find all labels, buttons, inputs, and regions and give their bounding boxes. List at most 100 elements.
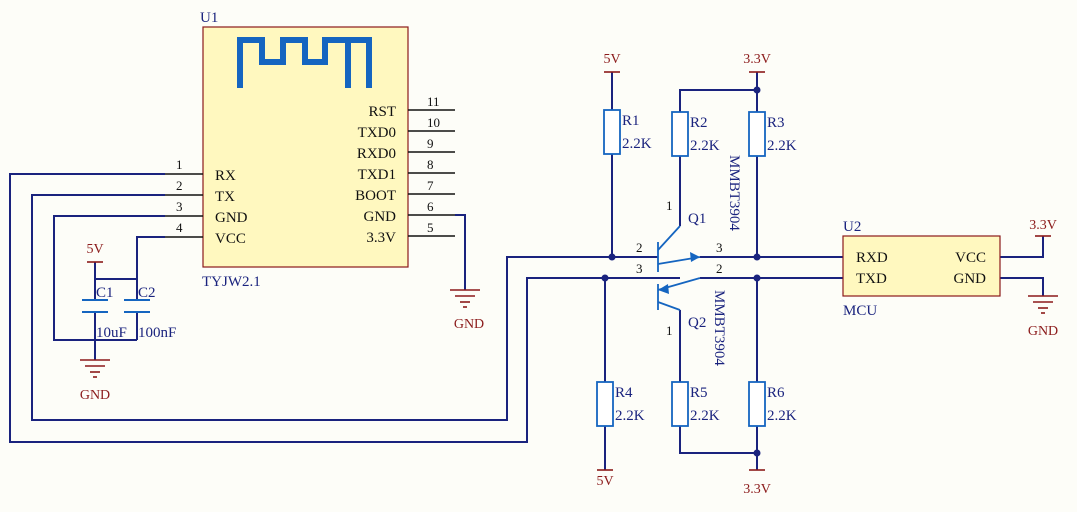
u2-pin-vcc-label: VCC (955, 250, 986, 266)
q1-collector-pin-number: 1 (666, 198, 673, 213)
u2-part-label: MCU (843, 303, 877, 319)
power-5v-r4-label: 5V (596, 474, 613, 489)
u1-pin-rst-label: RST (368, 104, 396, 120)
gnd-u1-label: GND (454, 317, 484, 332)
wire-u1-gnd-right (455, 214, 466, 290)
power-5v-r4: 5V (596, 469, 614, 489)
r2-value: 2.2K (690, 138, 720, 154)
power-3v3-top-label: 3.3V (743, 52, 771, 67)
u1-pin-gnd-label: GND (215, 210, 248, 226)
power-3v3-bottom: 3.3V (743, 469, 771, 497)
u1-pin2-number: 2 (176, 178, 183, 193)
u1-designator: U1 (200, 10, 218, 26)
r5-designator: R5 (690, 385, 708, 401)
q2-part-label: MMBT3904 (711, 290, 727, 366)
wires (9, 72, 1044, 470)
c2-value: 100nF (138, 325, 176, 341)
r2-designator: R2 (690, 115, 708, 131)
capacitor-c1: C1 10uF (82, 285, 127, 341)
resistor-r4: R4 2.2K (596, 381, 645, 427)
q2-base-pin-number: 2 (716, 261, 723, 276)
wire-u1-rx (9, 173, 680, 443)
gnd-symbol-u2: GND (1028, 295, 1058, 339)
q2-emitter-pin-number: 3 (636, 261, 643, 276)
u1-pin-boot-label: BOOT (355, 188, 396, 204)
u1-pin7-number: 7 (427, 178, 434, 193)
junction-dot (753, 274, 761, 282)
u1-pin3-number: 3 (176, 199, 183, 214)
gnd-symbol-u1: GND (450, 289, 484, 332)
power-3v3-u2: 3.3V (1029, 218, 1057, 237)
resistor-r1: R1 2.2K (603, 109, 652, 155)
u1-pin-rxd0-label: RXD0 (357, 146, 396, 162)
r4-designator: R4 (615, 385, 633, 401)
junctions (601, 86, 761, 457)
c1-value: 10uF (96, 325, 127, 341)
c2-designator: C2 (138, 285, 156, 301)
u1-pin6-number: 6 (427, 199, 434, 214)
u1-pin11-number: 11 (427, 94, 440, 109)
r6-designator: R6 (767, 385, 785, 401)
u1-module: U1 TYJW2.1 1 2 3 4 RX TX GND VCC 11 10 9… (165, 10, 455, 290)
power-3v3-bottom-label: 3.3V (743, 482, 771, 497)
u2-pin-txd-label: TXD (856, 271, 887, 287)
u2-mcu: U2 MCU RXD TXD VCC GND (842, 219, 1001, 319)
q2-collector-pin-number: 1 (666, 323, 673, 338)
antenna-icon (237, 37, 372, 88)
u1-pin8-number: 8 (427, 157, 434, 172)
r3-designator: R3 (767, 115, 785, 131)
gnd-symbol-caps: GND (80, 359, 110, 403)
q1-emitter-pin-number: 3 (716, 240, 723, 255)
u1-pin1-number: 1 (176, 157, 183, 172)
power-5v-caps-label: 5V (86, 242, 103, 257)
transistor-q2: 3 2 1 Q2 MMBT3904 (636, 261, 727, 366)
power-5v-r1-label: 5V (603, 52, 620, 67)
junction-dot (601, 274, 609, 282)
u1-pin-vcc-label: VCC (215, 231, 246, 247)
gnd-u2-label: GND (1028, 324, 1058, 339)
transistor-q1: 2 1 3 Q1 MMBT3904 (636, 155, 742, 272)
r1-value: 2.2K (622, 136, 652, 152)
c1-designator: C1 (96, 285, 114, 301)
junction-dot (608, 253, 616, 261)
u1-pin-txd1-label: TXD1 (358, 167, 396, 183)
junction-dot (753, 449, 761, 457)
resistor-r3: R3 2.2K (748, 111, 797, 157)
wire-u1-vcc (136, 236, 165, 279)
u2-pin-rxd-label: RXD (856, 250, 888, 266)
q2-designator: Q2 (688, 315, 706, 331)
power-3v3-top: 3.3V (743, 52, 771, 73)
power-5v-caps: 5V (86, 242, 104, 263)
u2-body (842, 235, 1001, 297)
u2-designator: U2 (843, 219, 861, 235)
resistor-r6: R6 2.2K (748, 381, 797, 427)
u1-pin9-number: 9 (427, 136, 434, 151)
q1-base-pin-number: 2 (636, 240, 643, 255)
u1-pin-tx-label: TX (215, 189, 235, 205)
resistor-r5: R5 2.2K (671, 381, 720, 427)
u1-pin-gnd-right-label: GND (364, 209, 397, 225)
r5-value: 2.2K (690, 408, 720, 424)
r1-designator: R1 (622, 113, 640, 129)
u2-pin-gnd-label: GND (954, 271, 987, 287)
junction-dot (753, 86, 761, 94)
q1-part-label: MMBT3904 (726, 155, 742, 231)
u1-part-label: TYJW2.1 (202, 274, 261, 290)
q1-designator: Q1 (688, 211, 706, 227)
wire-u1-tx (31, 194, 612, 421)
u1-pin-rx-label: RX (215, 168, 236, 184)
power-3v3-u2-label: 3.3V (1029, 218, 1057, 233)
junction-dot (753, 253, 761, 261)
u1-pin4-number: 4 (176, 220, 183, 235)
power-5v-r1: 5V (603, 52, 621, 73)
u1-pin10-number: 10 (427, 115, 440, 130)
wire-5v-caps (94, 262, 137, 280)
u1-pin-3v3-label: 3.3V (366, 230, 396, 246)
gnd-caps-label: GND (80, 388, 110, 403)
r6-value: 2.2K (767, 408, 797, 424)
u1-pin5-number: 5 (427, 220, 434, 235)
u1-pin-txd0-label: TXD0 (358, 125, 396, 141)
resistor-r2: R2 2.2K (671, 111, 720, 157)
capacitor-c2: C2 100nF (124, 285, 176, 341)
